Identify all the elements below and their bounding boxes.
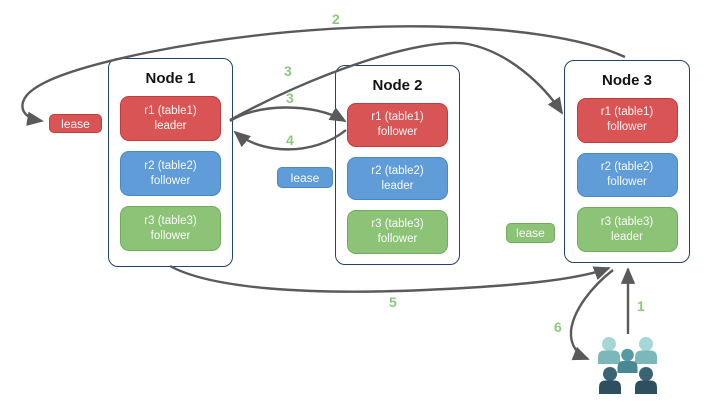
replica-name: r1 (table1) [371, 110, 424, 123]
node-3-title: Node 3 [601, 72, 652, 89]
person-icon [635, 367, 657, 394]
node-2-replica-r1: r1 (table1) follower [347, 103, 448, 147]
node-2-replica-r3: r3 (table3) follower [347, 210, 448, 255]
node-3-replica-r1: r1 (table1) follower [576, 98, 678, 143]
replica-role: follower [607, 121, 647, 134]
replica-name: r3 (table3) [600, 215, 654, 228]
node-2: Node 2 r1 (table1) follower r2 (table2) … [335, 65, 460, 265]
step-label-5: 5 [389, 294, 397, 310]
node-3: Node 3 r1 (table1) follower r2 (table2) … [564, 60, 690, 263]
lease-badge-r1: lease [49, 114, 102, 133]
person-icon [598, 337, 620, 364]
arrow-step-6 [569, 269, 614, 361]
replica-role: leader [381, 179, 414, 192]
replica-name: r3 (table3) [371, 218, 424, 231]
step-label-1: 1 [637, 298, 645, 314]
node-3-replica-r3: r3 (table3) leader [576, 207, 678, 253]
replica-role: leader [154, 119, 187, 132]
node-1-replica-r3: r3 (table3) follower [120, 206, 221, 251]
replica-name: r3 (table3) [144, 214, 197, 227]
replica-role: follower [377, 125, 418, 138]
node-2-title: Node 2 [372, 77, 423, 94]
step-label-6: 6 [554, 319, 562, 335]
arrow-step-5 [169, 264, 611, 293]
replica-role: leader [611, 230, 643, 243]
step-label-3a: 3 [284, 63, 292, 79]
node-1-replica-r2: r2 (table2) follower [120, 151, 221, 196]
replica-name: r2 (table2) [371, 164, 424, 177]
step-label-2: 2 [332, 11, 340, 27]
replica-role: follower [150, 174, 191, 187]
lease-badge-r3: lease [506, 223, 555, 243]
node-1-replica-r1: r1 (table1) leader [120, 96, 221, 141]
lease-badge-r2: lease [277, 167, 333, 188]
person-icon [617, 348, 638, 373]
person-icon [599, 367, 621, 394]
users-group-icon [598, 337, 657, 394]
step-label-3b: 3 [286, 90, 294, 106]
replica-name: r1 (table1) [600, 106, 654, 119]
node-3-replica-r2: r2 (table2) follower [576, 152, 678, 198]
node-1-title: Node 1 [145, 70, 196, 87]
replica-name: r2 (table2) [600, 161, 654, 174]
node-2-replica-r2: r2 (table2) leader [347, 156, 448, 201]
replica-role: follower [607, 176, 647, 188]
replica-name: r2 (table2) [144, 159, 197, 172]
replica-role: follower [377, 233, 418, 246]
node-1: Node 1 r1 (table1) leader r2 (table2) fo… [108, 58, 233, 267]
step-label-4: 4 [286, 132, 294, 148]
replica-role: follower [150, 229, 191, 242]
arrow-step-3-to-node2 [229, 106, 347, 123]
replica-name: r1 (table1) [144, 104, 197, 117]
person-icon [635, 337, 657, 364]
